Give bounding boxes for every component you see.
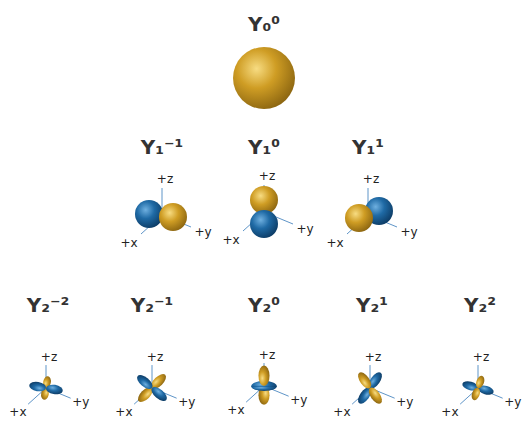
axis-label: +y bbox=[290, 393, 307, 407]
axis-label: +y bbox=[194, 225, 211, 239]
harmonic-label: Y₀⁰ bbox=[248, 12, 280, 36]
axis-label: +y bbox=[72, 395, 89, 409]
d-lobe bbox=[45, 383, 63, 395]
axis-label: +z bbox=[365, 350, 381, 364]
harmonic-figure bbox=[345, 188, 397, 234]
d-lobe bbox=[149, 384, 169, 403]
harmonic-label: Y₁⁻¹ bbox=[141, 135, 184, 159]
axis-label: +y bbox=[400, 225, 417, 239]
axis-label: +x bbox=[326, 236, 343, 250]
axis-label: +z bbox=[473, 350, 489, 364]
axis-label: +y bbox=[296, 222, 313, 236]
axis-label: +x bbox=[9, 405, 26, 419]
axis-label: +z bbox=[157, 172, 173, 186]
harmonic-figure bbox=[352, 365, 395, 406]
harmonic-label: Y₁¹ bbox=[352, 135, 384, 159]
p-lobe bbox=[345, 204, 373, 232]
harmonic-figure bbox=[243, 185, 293, 238]
harmonic-figure bbox=[135, 188, 191, 234]
harmonic-label: Y₂⁰ bbox=[248, 293, 280, 317]
d-lobe bbox=[474, 375, 486, 390]
harmonic-label: Y₂⁻¹ bbox=[131, 293, 174, 317]
d-lobe bbox=[470, 387, 482, 402]
harmonic-label: Y₁⁰ bbox=[248, 135, 280, 159]
torus-front bbox=[251, 386, 277, 391]
harmonic-label: Y₂¹ bbox=[356, 293, 388, 317]
axis-label: +y bbox=[178, 395, 195, 409]
d-lobe bbox=[366, 385, 384, 406]
axis-label: +z bbox=[41, 350, 57, 364]
harmonic-label: Y₂⁻² bbox=[27, 293, 70, 317]
axis-label: +y bbox=[396, 395, 413, 409]
axis-label: +x bbox=[120, 236, 137, 250]
harmonic-figure bbox=[460, 365, 503, 404]
harmonic-figure bbox=[246, 363, 289, 405]
harmonic-figure bbox=[134, 365, 177, 404]
p-lobe bbox=[250, 210, 278, 238]
axis-label: +z bbox=[363, 172, 379, 186]
p-lobe bbox=[159, 203, 187, 231]
d-lobe bbox=[355, 370, 373, 391]
axis-label: +z bbox=[259, 169, 275, 183]
p-lobe bbox=[135, 200, 163, 228]
d-lobe bbox=[258, 366, 269, 386]
harmonic-figure bbox=[28, 365, 71, 404]
axis-label: +x bbox=[227, 403, 244, 417]
axis-label: +x bbox=[333, 405, 350, 419]
axis-label: +x bbox=[115, 405, 132, 419]
p-lobe bbox=[250, 186, 278, 214]
axis-label: +z bbox=[259, 348, 275, 362]
axis-label: +x bbox=[222, 233, 239, 247]
harmonic-label: Y₂² bbox=[464, 293, 496, 317]
sphere-lobe bbox=[233, 47, 295, 109]
axis-label: +y bbox=[504, 395, 521, 409]
axis-label: +x bbox=[441, 405, 458, 419]
d-lobe bbox=[28, 380, 46, 392]
axis-label: +z bbox=[147, 350, 163, 364]
